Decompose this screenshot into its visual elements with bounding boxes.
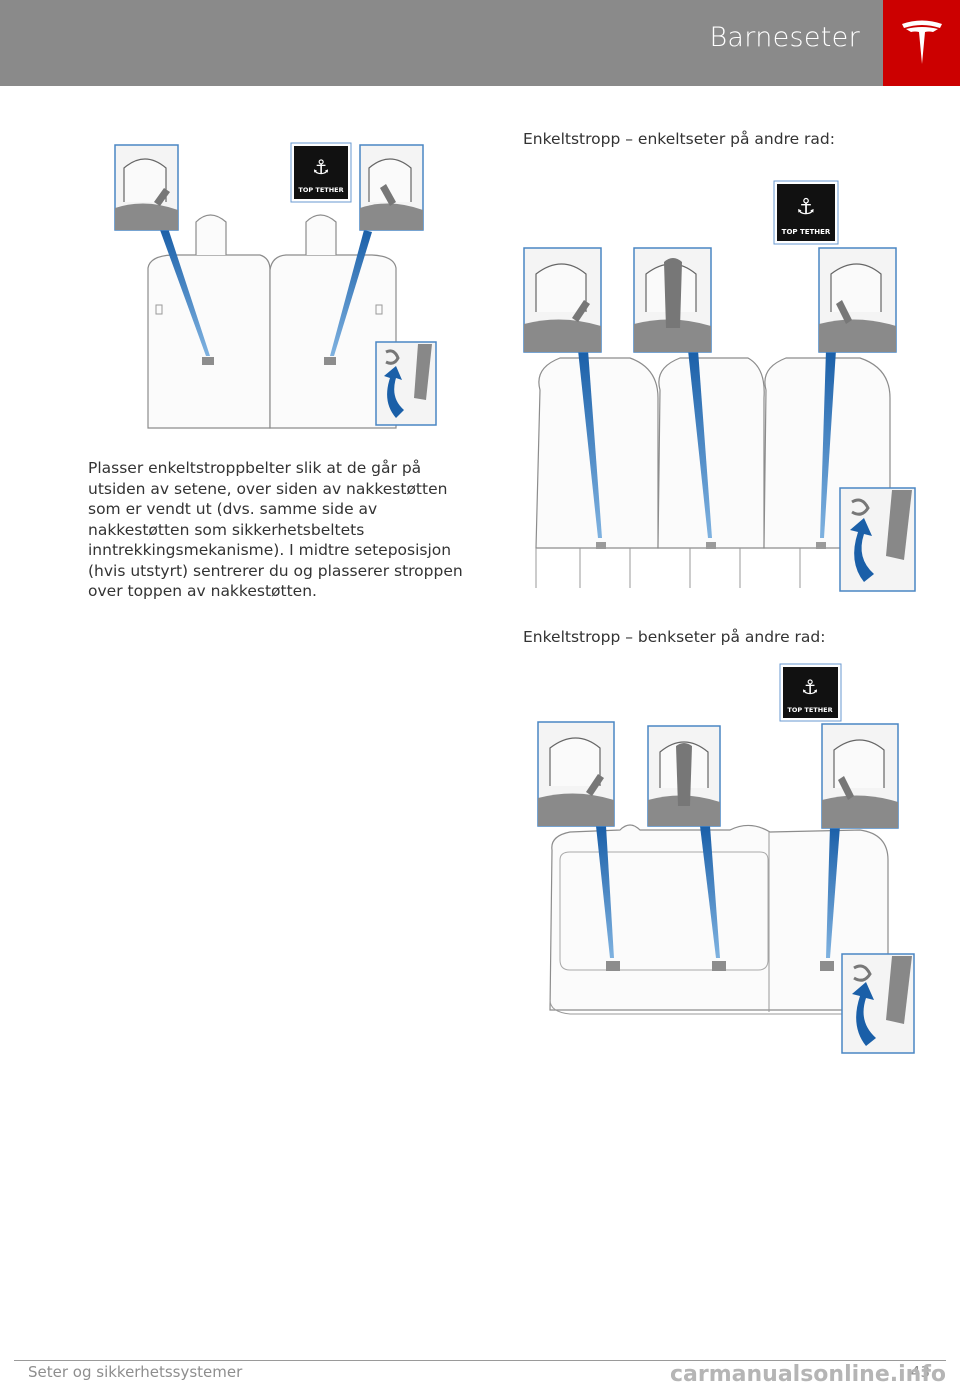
svg-text:⚓: ⚓ <box>312 155 330 179</box>
bench-seat-tether-illustration: ⚓ TOP TETHER <box>530 660 925 1060</box>
footer-divider <box>14 1360 946 1361</box>
tesla-logo-icon <box>883 0 960 86</box>
top-tether-badge-label: TOP TETHER <box>787 706 832 714</box>
watermark: carmanualsonline.info <box>670 1362 946 1387</box>
two-seat-tether-illustration: ⚓ TOP TETHER <box>110 140 450 440</box>
top-tether-badge-label: TOP TETHER <box>298 186 343 194</box>
caption-bench-seats: Enkeltstropp – benkseter på andre rad: <box>523 628 825 646</box>
page-header: Barneseter <box>0 0 960 86</box>
page-title: Barneseter <box>709 22 860 53</box>
single-seats-tether-illustration: ⚓ TOP TETHER <box>520 178 920 596</box>
svg-text:⚓: ⚓ <box>801 675 819 699</box>
svg-text:⚓: ⚓ <box>796 195 816 220</box>
caption-single-seats: Enkeltstropp – enkeltseter på andre rad: <box>523 130 835 148</box>
top-tether-badge-label: TOP TETHER <box>782 228 831 236</box>
instruction-paragraph: Plasser enkeltstroppbelter slik at de gå… <box>88 458 483 602</box>
footer-section-title: Seter og sikkerhetssystemer <box>28 1363 242 1381</box>
